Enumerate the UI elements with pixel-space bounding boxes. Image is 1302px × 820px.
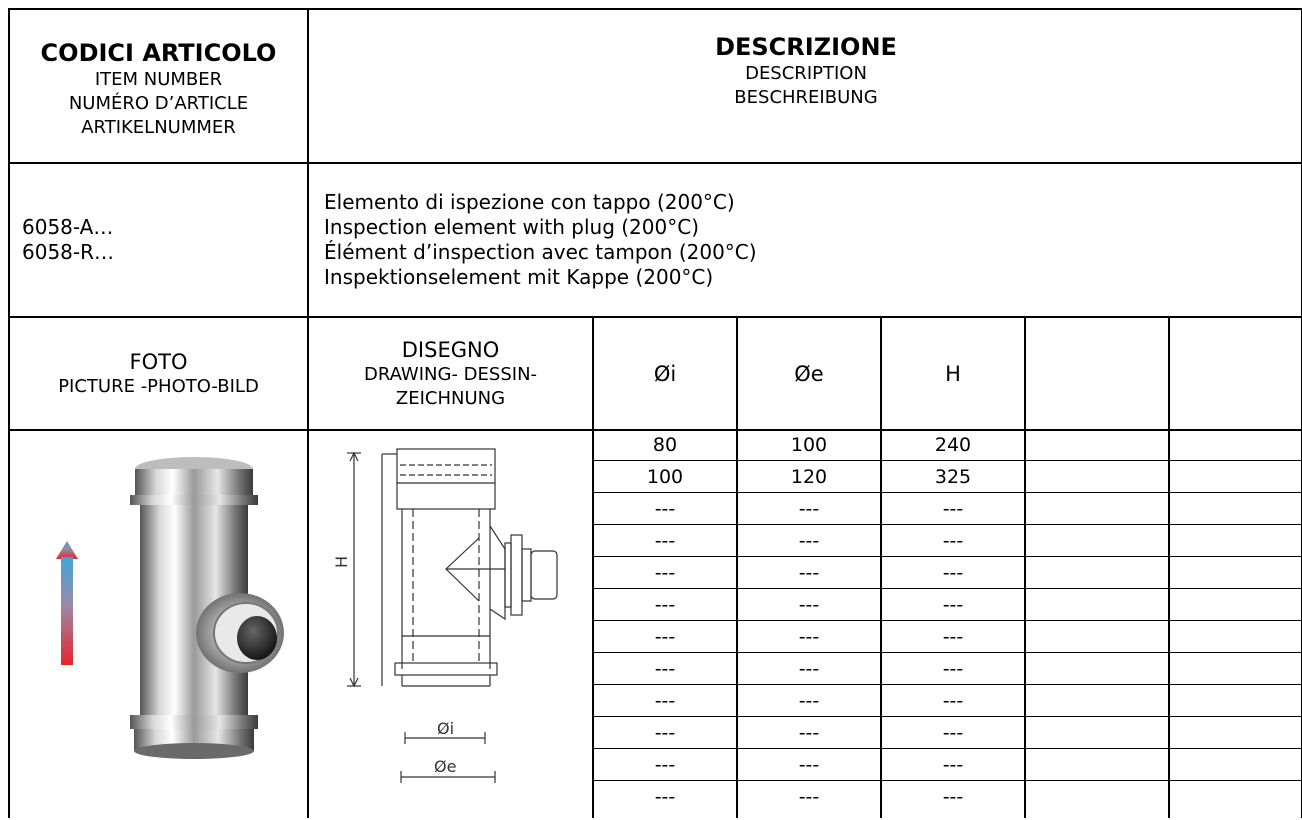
table-cell: --- xyxy=(942,498,964,520)
table-cell: 100 xyxy=(790,434,828,456)
drawing-header-sub-2: ZEICHNUNG xyxy=(395,387,506,409)
codes-header-title: CODICI ARTICOLO xyxy=(40,38,277,67)
height-header: H xyxy=(945,361,961,386)
table-cell: --- xyxy=(798,786,820,808)
table-row-divider xyxy=(592,652,1302,653)
column-divider-oi xyxy=(736,316,738,818)
codes-header: CODICI ARTICOLO ITEM NUMBER NUMÉRO D’ART… xyxy=(10,10,307,162)
description-it: Elemento di ispezione con tappo (200°C) xyxy=(324,190,735,214)
column-divider-main xyxy=(307,8,309,818)
table-cell: --- xyxy=(798,530,820,552)
drawing-header-sub-1: DRAWING- DESSIN- xyxy=(363,363,538,385)
table-cell: --- xyxy=(654,786,676,808)
item-codes: 6058-A… 6058-R… xyxy=(22,164,302,316)
drawing-column-header: DISEGNO DRAWING- DESSIN- ZEICHNUNG xyxy=(309,318,592,429)
table-cell: 325 xyxy=(934,466,972,488)
table-row-divider xyxy=(592,620,1302,621)
column-divider-h xyxy=(1024,316,1026,818)
product-photo xyxy=(10,431,307,816)
table-row-divider xyxy=(592,524,1302,525)
table-cell: --- xyxy=(654,722,676,744)
table-cell: --- xyxy=(654,754,676,776)
table-cell: 80 xyxy=(652,434,678,456)
height-dimension-icon xyxy=(347,451,361,688)
table-cell: --- xyxy=(798,498,820,520)
outer-diameter-dimension-icon xyxy=(400,771,496,783)
airflow-arrow-icon xyxy=(56,541,78,665)
table-cell: --- xyxy=(798,754,820,776)
codes-header-sub-de: ARTIKELNUMMER xyxy=(81,116,236,138)
photo-illustration xyxy=(56,457,284,759)
table-cell: --- xyxy=(798,658,820,680)
description-header-sub-en: DESCRIPTION xyxy=(745,63,867,84)
table-cell: --- xyxy=(798,626,820,648)
table-cell: --- xyxy=(798,562,820,584)
table-row-divider xyxy=(592,460,1302,461)
drawing-label-oi: Øi xyxy=(437,719,454,738)
table-cell: --- xyxy=(654,498,676,520)
item-code-r: 6058-R… xyxy=(22,240,115,264)
description-en: Inspection element with plug (200°C) xyxy=(324,215,699,239)
column-divider-extra xyxy=(1168,316,1170,818)
table-cell: --- xyxy=(654,594,676,616)
table-cell: 120 xyxy=(790,466,828,488)
table-cell: --- xyxy=(654,658,676,680)
table-row-divider xyxy=(592,780,1302,781)
table-cell: --- xyxy=(798,722,820,744)
inner-diameter-dimension-icon xyxy=(404,732,486,744)
table-cell: --- xyxy=(942,722,964,744)
table-cell: --- xyxy=(654,562,676,584)
description-header-title: DESCRIZIONE xyxy=(715,33,897,61)
table-row-divider xyxy=(592,588,1302,589)
table-cell: --- xyxy=(798,594,820,616)
table-cell: --- xyxy=(942,594,964,616)
table-cell: 240 xyxy=(934,434,972,456)
technical-drawing: H xyxy=(309,431,592,816)
foto-header-title: FOTO xyxy=(129,349,188,374)
table-row-divider xyxy=(592,684,1302,685)
foto-column-header: FOTO PICTURE -PHOTO-BILD xyxy=(10,318,307,429)
table-cell: --- xyxy=(942,626,964,648)
column-divider-drawing xyxy=(592,316,594,818)
table-row-divider xyxy=(592,748,1302,749)
inspection-element-photo-icon xyxy=(130,457,284,759)
row-divider-columns xyxy=(8,429,1302,431)
foto-header-sub: PICTURE -PHOTO-BILD xyxy=(58,375,259,397)
table-row-divider xyxy=(592,716,1302,717)
description-header: DESCRIZIONE DESCRIPTION BESCHREIBUNG xyxy=(309,10,1302,162)
table-row-divider xyxy=(592,492,1302,493)
item-descriptions: Elemento di ispezione con tappo (200°C) … xyxy=(324,164,1294,316)
table-row-divider xyxy=(592,556,1302,557)
column-divider-oe xyxy=(880,316,882,818)
element-outline-icon xyxy=(381,448,558,687)
description-header-sub-de: BESCHREIBUNG xyxy=(734,87,878,108)
item-code-a: 6058-A… xyxy=(22,215,114,239)
table-cell: 100 xyxy=(646,466,684,488)
codes-header-sub-fr: NUMÉRO D’ARTICLE xyxy=(68,92,249,114)
table-cell: --- xyxy=(654,626,676,648)
drawing-illustration: H xyxy=(332,448,558,783)
row-divider-header xyxy=(8,162,1302,164)
table-cell: --- xyxy=(942,530,964,552)
table-cell: --- xyxy=(942,562,964,584)
inner-diameter-header: Øi xyxy=(653,361,677,386)
drawing-label-h: H xyxy=(332,556,351,568)
table-cell: --- xyxy=(798,690,820,712)
table-cell: --- xyxy=(942,658,964,680)
drawing-label-oe: Øe xyxy=(434,757,456,776)
table-cell: --- xyxy=(654,530,676,552)
row-divider-description xyxy=(8,316,1302,318)
description-de: Inspektionselement mit Kappe (200°C) xyxy=(324,265,714,289)
table-cell: --- xyxy=(942,754,964,776)
table-cell: --- xyxy=(654,690,676,712)
codes-header-sub-en: ITEM NUMBER xyxy=(94,68,223,90)
description-fr: Élément d’inspection avec tampon (200°C) xyxy=(324,240,757,264)
table-cell: --- xyxy=(942,786,964,808)
drawing-header-title: DISEGNO xyxy=(401,337,500,362)
table-cell: --- xyxy=(942,690,964,712)
outer-diameter-header: Øe xyxy=(794,361,824,386)
